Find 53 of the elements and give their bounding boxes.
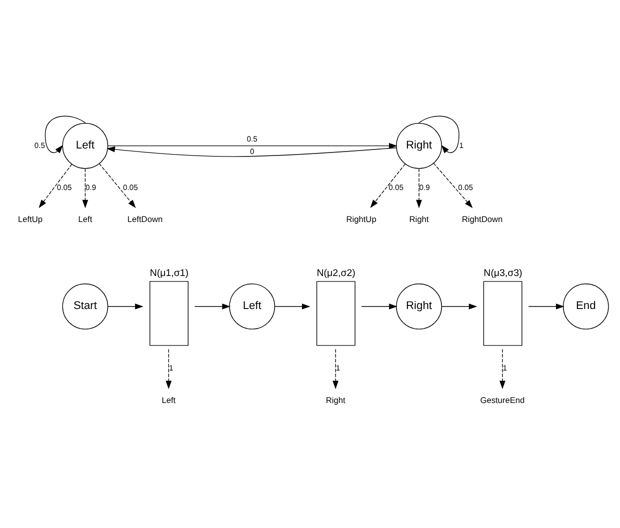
node-text: Left — [78, 214, 92, 224]
node-box — [316, 280, 356, 346]
edge-label: 0.05 — [56, 182, 72, 192]
edge-label: 1 — [459, 140, 464, 150]
arrow — [528, 303, 564, 309]
arrow — [106, 146, 397, 156]
node-text: Right — [409, 214, 429, 224]
node-text: Left — [162, 394, 176, 404]
node-label: N(μ2,σ2) — [316, 268, 356, 279]
arrow — [194, 303, 231, 309]
edge-label: 0.5 — [246, 134, 258, 144]
node-circle: Right — [396, 283, 442, 329]
edge-label: 0.05 — [388, 182, 404, 192]
node-circle: Right — [396, 122, 442, 168]
edge-label: 0 — [250, 146, 254, 156]
arrow — [433, 162, 473, 208]
arrow — [416, 168, 422, 208]
arrow — [38, 163, 72, 208]
edge-label: 1 — [336, 363, 340, 372]
node-text: GestureEnd — [480, 394, 525, 404]
edge-label: 0.9 — [419, 182, 430, 192]
arrow — [418, 115, 460, 153]
arrow — [370, 163, 406, 208]
arrow — [82, 168, 88, 208]
node-text: RightDown — [462, 214, 503, 224]
node-circle: Left — [229, 283, 276, 329]
arrow — [361, 303, 398, 309]
edge-label: 0.05 — [122, 182, 138, 192]
node-label: N(μ3,σ3) — [484, 268, 522, 279]
arrow — [44, 115, 86, 153]
node-text: LeftUp — [18, 214, 43, 224]
node-box — [150, 280, 188, 346]
node-text: RightUp — [346, 214, 376, 224]
node-circle: End — [562, 283, 609, 329]
arrow — [274, 303, 310, 309]
arrow — [441, 303, 478, 309]
arrow — [500, 348, 506, 389]
arrow — [108, 303, 144, 309]
node-box — [483, 280, 522, 346]
arrow — [166, 348, 172, 389]
edge-label: 1 — [168, 363, 174, 372]
node-label: N(μ1,σ1) — [150, 268, 188, 279]
edge-label: 0.05 — [458, 182, 474, 192]
node-text: LeftDown — [127, 214, 163, 224]
edge-label: 0.5 — [34, 140, 45, 150]
node-text: Right — [326, 394, 346, 404]
arrow — [332, 348, 338, 389]
edge-label: 0.9 — [85, 182, 96, 192]
edge-label: 1 — [502, 363, 508, 372]
node-circle: Left — [62, 122, 108, 168]
arrow — [108, 142, 398, 148]
node-circle: Start — [62, 283, 108, 329]
arrow — [98, 162, 136, 208]
